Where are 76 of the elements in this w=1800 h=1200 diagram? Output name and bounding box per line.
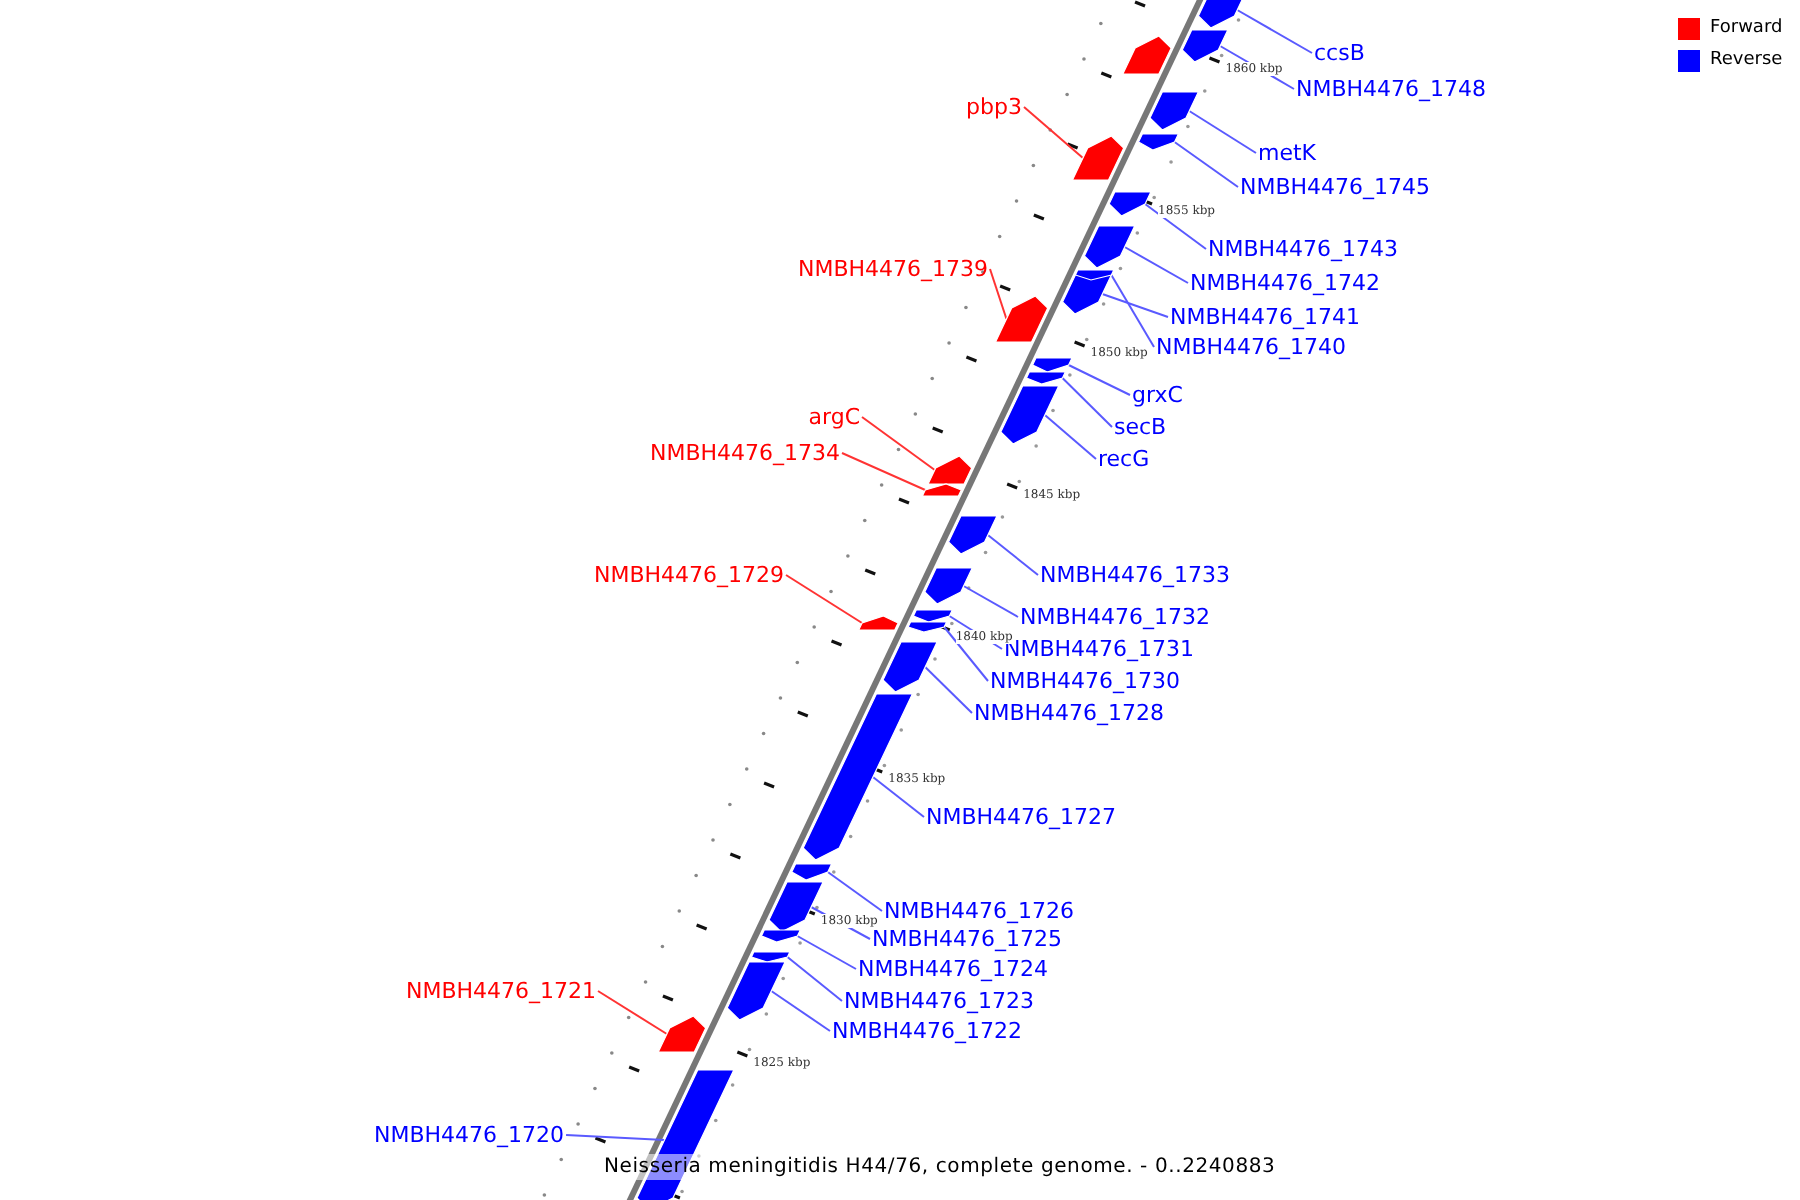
- leader-line: [943, 626, 989, 682]
- gene-label: NMBH4476_1726: [884, 898, 1075, 924]
- leader-line: [841, 452, 927, 491]
- caption: Neisseria meningitidis H44/76, complete genome. - 0..2240883: [604, 1154, 1276, 1180]
- gene-label: NMBH4476_1733: [1040, 562, 1231, 588]
- leader-line: [1123, 246, 1189, 284]
- gene-label: ccsB: [1314, 40, 1365, 66]
- gene-label: NMBH4476_1721: [405, 978, 596, 1004]
- gene-feature: [657, 1015, 707, 1053]
- gene-label: NMBH4476_1727: [926, 804, 1117, 830]
- gene-feature: [1197, 0, 1247, 29]
- gene-label: NMBH4476_1739: [797, 256, 988, 282]
- gene-feature: [1181, 29, 1229, 63]
- gene-label: argC: [808, 404, 860, 430]
- gene-label: NMBH4476_1725: [872, 926, 1063, 952]
- gene-label: grxC: [1132, 382, 1183, 408]
- leader-line: [1144, 203, 1207, 250]
- leader-line: [1043, 414, 1097, 460]
- gene-feature: [1074, 269, 1115, 281]
- gene-label: NMBH4476_1745: [1240, 174, 1431, 200]
- gene-label: NMBH4476_1724: [858, 956, 1049, 982]
- gene-feature: [1071, 135, 1125, 181]
- leader-line: [1110, 274, 1155, 348]
- gene-label: NMBH4476_1743: [1208, 236, 1399, 262]
- gene-label: NMBH4476_1741: [1170, 304, 1361, 330]
- gene-feature: [760, 929, 802, 943]
- gene-label: NMBH4476_1730: [990, 668, 1181, 694]
- gene-label: NMBH4476_1722: [832, 1018, 1023, 1044]
- leader-line: [1236, 9, 1313, 54]
- leader-line: [861, 416, 936, 471]
- leader-line: [871, 776, 925, 818]
- leader-line: [786, 956, 843, 1002]
- leader-line: [785, 574, 864, 624]
- gene-label: metK: [1258, 140, 1317, 166]
- leader-line: [597, 990, 668, 1035]
- leader-line: [796, 935, 857, 970]
- legend-label: Reverse: [1710, 50, 1783, 72]
- gene-feature: [857, 615, 899, 631]
- leader-line: [962, 585, 1019, 618]
- gene-feature: [791, 863, 833, 881]
- leader-line: [1173, 141, 1239, 188]
- leader-line: [770, 990, 831, 1032]
- gene-feature: [924, 567, 974, 605]
- gene-feature: [1031, 357, 1073, 373]
- leader-line: [1023, 106, 1084, 159]
- gene-feature: [1108, 191, 1152, 217]
- leader-line: [1067, 364, 1131, 396]
- gene-feature: [994, 295, 1049, 343]
- gene-feature: [912, 609, 954, 623]
- gene-label: NMBH4476_1723: [844, 988, 1035, 1014]
- gene-feature: [907, 621, 948, 633]
- gene-label: NMBH4476_1728: [974, 700, 1165, 726]
- gene-label: NMBH4476_1740: [1156, 334, 1347, 360]
- gene-feature: [947, 515, 998, 555]
- gene-label: NMBH4476_1748: [1296, 76, 1487, 102]
- gene-feature: [802, 693, 914, 861]
- gene-label: NMBH4476_1742: [1190, 270, 1381, 296]
- gene-label: NMBH4476_1734: [649, 440, 840, 466]
- legend-label: Forward: [1710, 18, 1783, 40]
- gene-feature: [1121, 35, 1172, 75]
- leader-line: [1188, 110, 1257, 154]
- leader-line: [565, 1134, 666, 1141]
- gene-feature: [882, 641, 938, 693]
- leader-line: [1101, 293, 1169, 318]
- leader-line: [1061, 377, 1113, 428]
- leader-line: [986, 534, 1039, 576]
- leader-line: [924, 666, 973, 714]
- gene-feature: [1137, 133, 1180, 151]
- leader-line: [826, 871, 883, 912]
- gene-label: NMBH4476_1732: [1020, 604, 1211, 630]
- leader-line: [989, 268, 1008, 320]
- gene-label: recG: [1098, 446, 1150, 472]
- gene-label: secB: [1114, 414, 1167, 440]
- gene-label: NMBH4476_1729: [593, 562, 784, 588]
- gene-label: NMBH4476_1720: [374, 1122, 565, 1148]
- gene-label: pbp3: [966, 94, 1022, 120]
